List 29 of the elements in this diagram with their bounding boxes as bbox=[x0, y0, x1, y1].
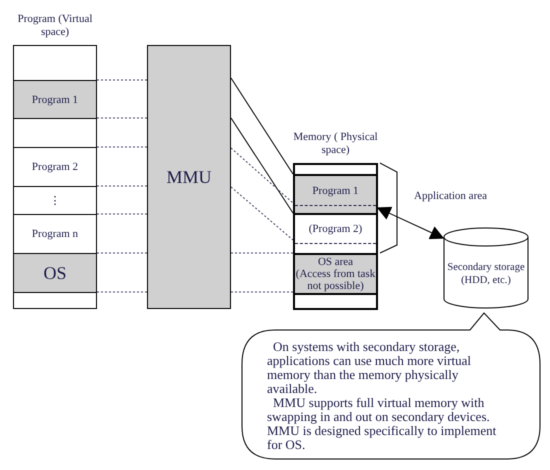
segment-label: OS bbox=[43, 267, 66, 279]
area-label: Application area bbox=[414, 189, 487, 204]
dotted-mapping-line bbox=[96, 252, 148, 254]
mmu-box bbox=[147, 45, 231, 309]
segment-label: Program 1 bbox=[312, 184, 359, 196]
dotted-mapping-line bbox=[230, 252, 294, 254]
mapping-line bbox=[230, 118, 294, 214]
callout-paragraph: On systems with secondary storage, applications can use much more virtual memory than the memory physically available. bbox=[267, 340, 472, 396]
memory-segment bbox=[13, 80, 97, 119]
dotted-mapping-line bbox=[230, 148, 294, 204]
double-arrow bbox=[376, 206, 444, 240]
column-heading: Program (Virtual space) bbox=[16, 13, 94, 39]
mapping-line bbox=[230, 78, 294, 174]
segment-label: Program n bbox=[32, 228, 78, 240]
segment-label: MMU bbox=[166, 171, 212, 183]
column-heading: Memory ( Physical space) bbox=[292, 131, 379, 157]
segment-label: (Program 2) bbox=[308, 223, 362, 235]
segment-label: Program 1 bbox=[32, 94, 78, 106]
segment-label: Program 2 bbox=[32, 161, 78, 173]
dotted-mapping-line bbox=[96, 146, 148, 148]
segment-label: ⋮ bbox=[50, 194, 60, 206]
callout-paragraph: MMU supports full virtual memory with swapping in and out on secondary devices. MMU is designed specifically to implement for OS. bbox=[267, 396, 498, 452]
storage-label: Secondary storage (HDD, etc.) bbox=[446, 261, 526, 287]
memory-segment bbox=[293, 174, 378, 215]
segment-label: OS area bbox=[318, 256, 354, 268]
memory-segment bbox=[13, 253, 97, 293]
memory-segment bbox=[293, 253, 378, 295]
segment-label: (Access from task not possible) bbox=[295, 268, 376, 292]
dotted-mapping-line bbox=[230, 186, 294, 240]
